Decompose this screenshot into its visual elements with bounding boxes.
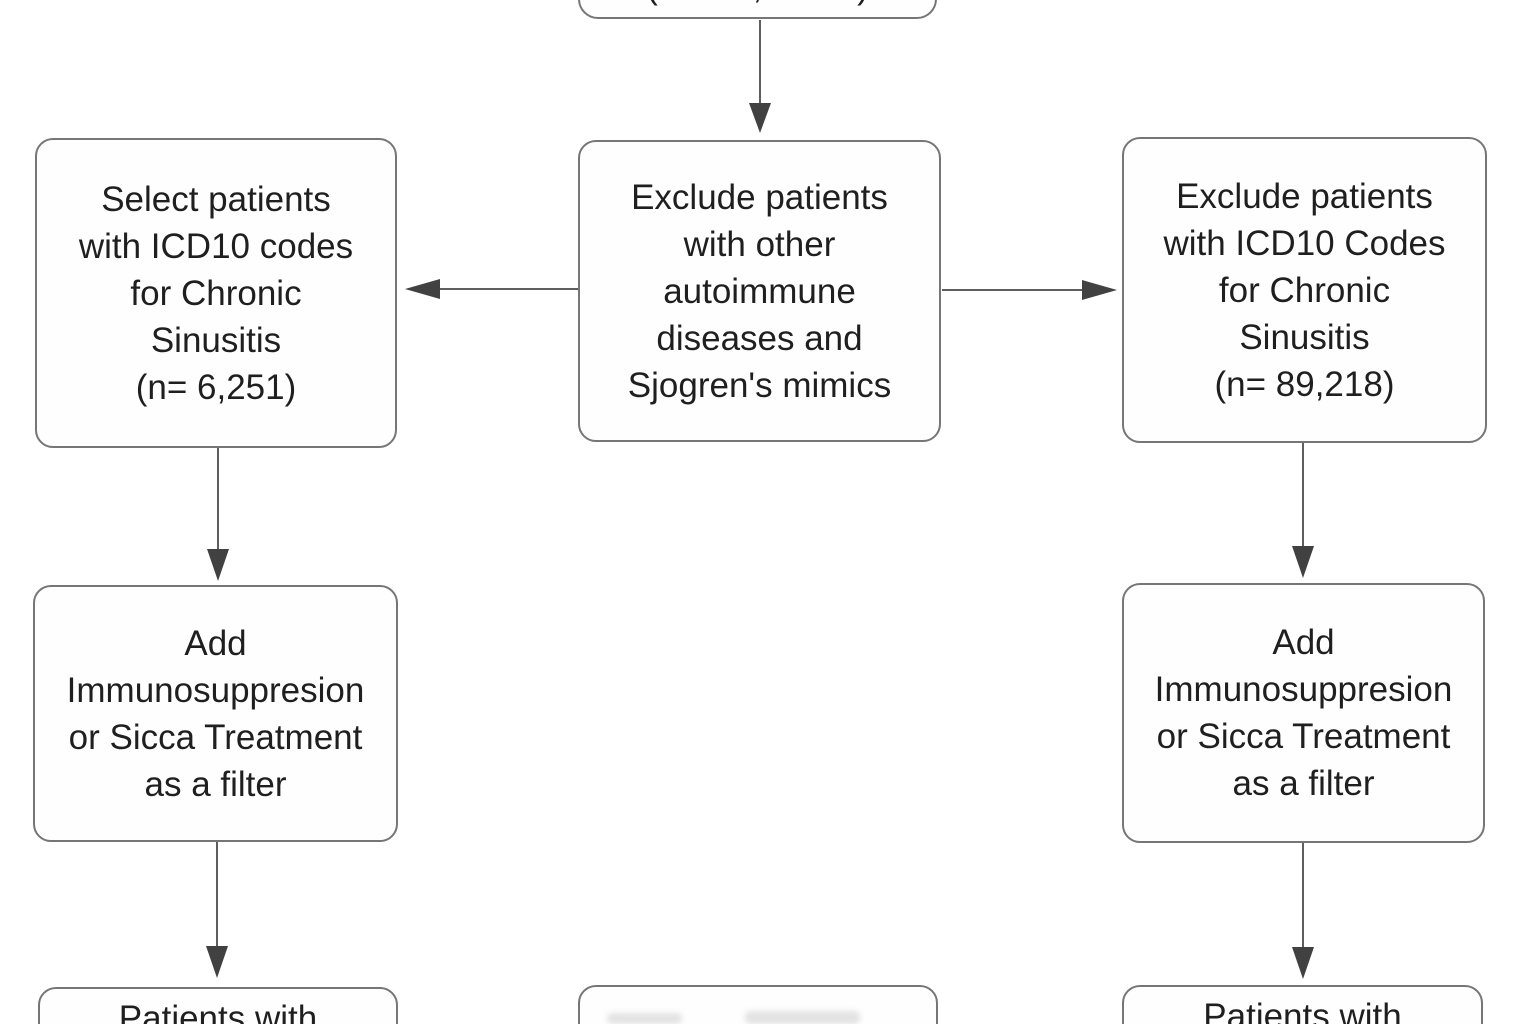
arrow-right-r1-to-r2 [1292, 443, 1314, 578]
flow-node-top-partial: ( , ) [578, 0, 937, 19]
node-label: Add Immunosuppresion or Sicca Treatment … [66, 623, 365, 804]
node-label: Select patients with ICD10 codes for Chr… [78, 179, 354, 407]
flow-node-patients-left-partial: Patients with [38, 987, 398, 1024]
flow-node-add-filter-right: Add Immunosuppresion or Sicca Treatment … [1122, 583, 1485, 843]
arrow-center-to-left [405, 279, 578, 299]
arrow-left-r2-to-r3 [206, 842, 228, 978]
node-label: Patients with [1203, 997, 1402, 1024]
flow-node-bottom-center-partial [578, 985, 938, 1024]
flow-node-select-chronic-sinusitis: Select patients with ICD10 codes for Chr… [35, 138, 397, 448]
illegible-text-fragment [745, 1011, 860, 1024]
illegible-text-fragment [607, 1013, 682, 1024]
top-node-partial-text: ( , ) [646, 0, 868, 10]
flow-node-patients-right-partial: Patients with [1122, 985, 1483, 1024]
node-label: Exclude patients with other autoimmune d… [627, 177, 892, 405]
flow-node-exclude-chronic-sinusitis: Exclude patients with ICD10 Codes for Ch… [1122, 137, 1487, 443]
arrow-left-r1-to-r2 [207, 448, 229, 581]
node-label: Patients with [118, 999, 318, 1024]
flow-node-add-filter-left: Add Immunosuppresion or Sicca Treatment … [33, 585, 398, 842]
flow-node-exclude-autoimmune: Exclude patients with other autoimmune d… [578, 140, 941, 442]
arrow-top-to-center [749, 20, 771, 133]
node-label: Add Immunosuppresion or Sicca Treatment … [1154, 623, 1453, 803]
arrow-center-to-right [942, 280, 1117, 300]
arrow-right-r2-to-r3 [1292, 843, 1314, 979]
node-label: Exclude patients with ICD10 Codes for Ch… [1163, 176, 1446, 404]
